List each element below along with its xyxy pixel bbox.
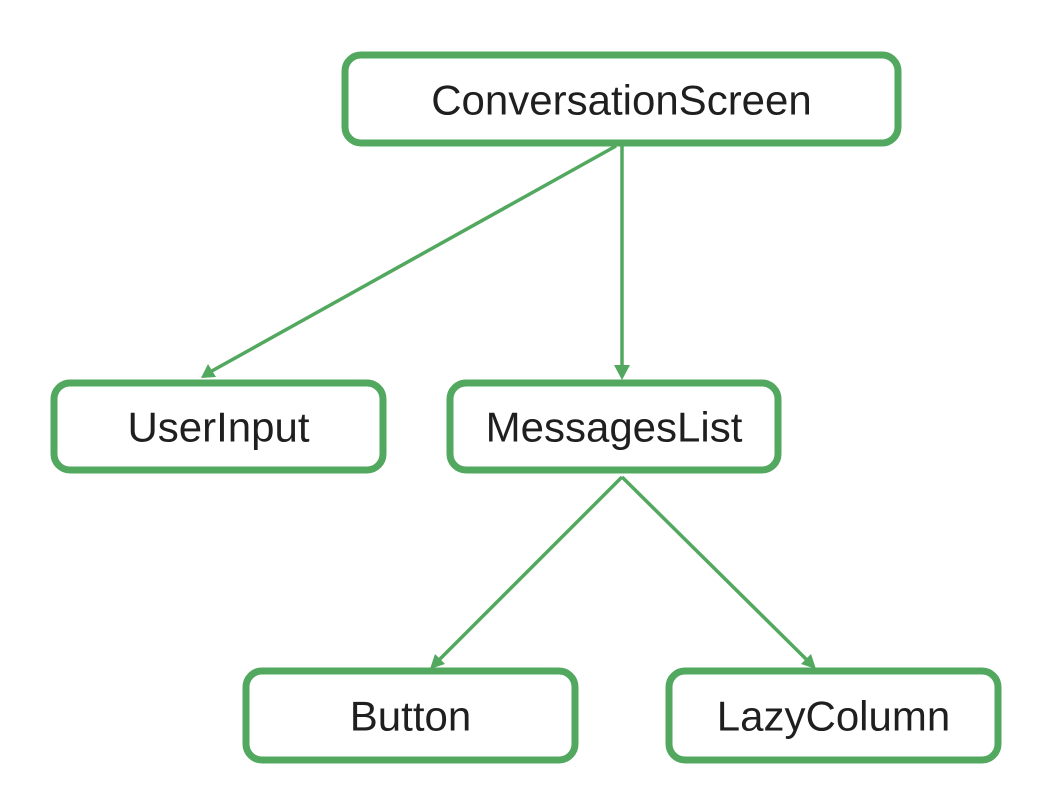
edge-messageslist-button: [436, 475, 624, 663]
node-messages-list: MessagesList: [446, 379, 782, 474]
node-messages-list-label: MessagesList: [486, 404, 743, 451]
arrowhead-userinput: [201, 364, 216, 378]
node-user-input: UserInput: [50, 379, 387, 474]
node-conversation-screen-label: ConversationScreen: [431, 77, 812, 124]
node-conversation-screen: ConversationScreen: [341, 51, 902, 147]
arrowhead-messageslist: [614, 365, 630, 380]
edge-messageslist-lazycolumn: [620, 475, 810, 663]
edge-conversationscreen-userinput: [209, 144, 617, 374]
node-lazy-column-label: LazyColumn: [717, 693, 950, 740]
arrowhead-lazycolumn: [801, 654, 816, 669]
arrowhead-button: [430, 654, 445, 669]
diagram-edges: [201, 144, 816, 669]
node-button: Button: [242, 667, 579, 764]
node-user-input-label: UserInput: [127, 404, 309, 451]
node-button-label: Button: [350, 693, 471, 740]
node-lazy-column: LazyColumn: [665, 667, 1002, 764]
